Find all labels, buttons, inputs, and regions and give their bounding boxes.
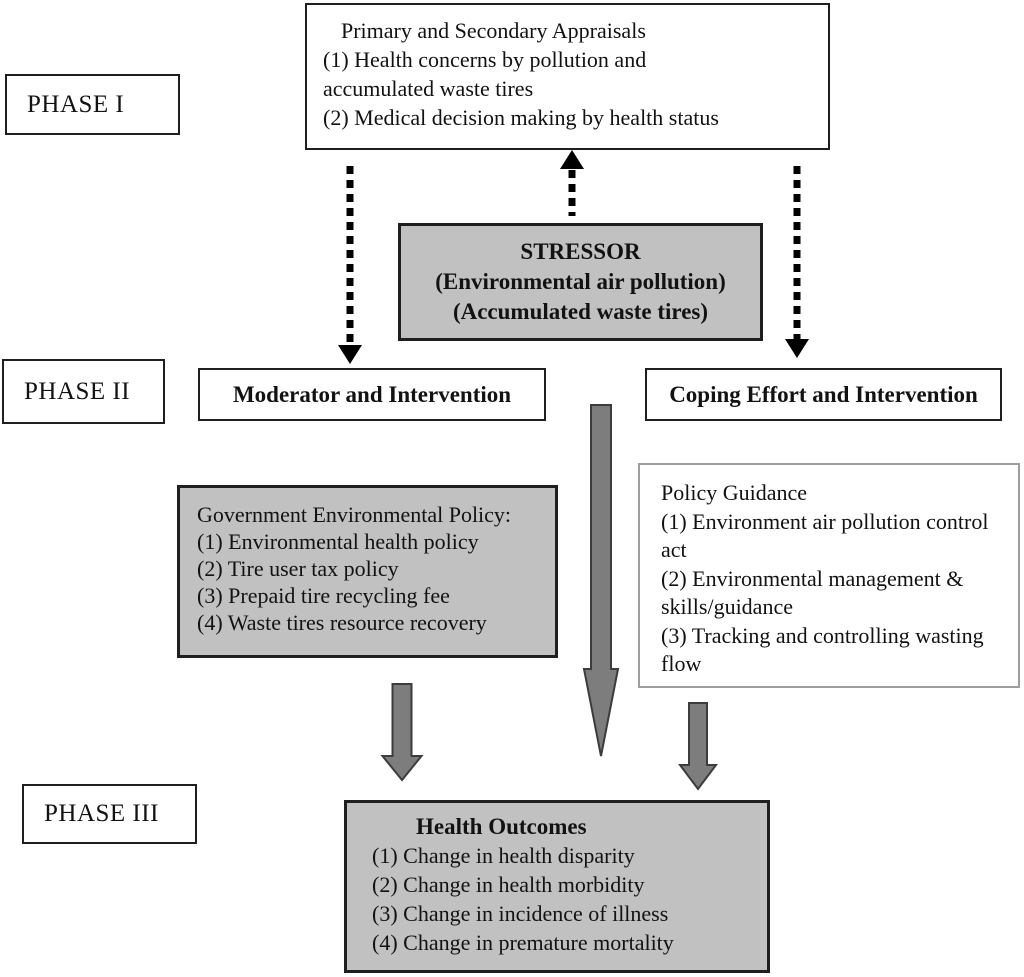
policy-guidance-item-3-cont: flow <box>661 651 702 676</box>
health-outcomes-box: Health Outcomes (1) Change in health dis… <box>344 800 770 973</box>
health-outcomes-title: Health Outcomes <box>416 814 587 839</box>
coping-label: Coping Effort and Intervention <box>669 381 978 407</box>
policy-guidance-item-1-cont: act <box>661 537 687 562</box>
arrow-appraisals-to-moderator-icon <box>338 166 362 364</box>
policy-guidance-box: Policy Guidance (1) Environment air poll… <box>638 463 1020 688</box>
gov-policy-box: Government Environmental Policy: (1) Env… <box>177 485 558 658</box>
arrow-appraisals-to-coping-icon <box>785 166 809 358</box>
policy-guidance-title: Policy Guidance <box>661 480 808 505</box>
phase1-label: PHASE I <box>27 90 125 118</box>
appraisals-item-1-cont: accumulated waste tires <box>323 76 534 101</box>
appraisals-item-2: (2) Medical decision making by health st… <box>323 105 719 130</box>
policy-guidance-item-1: (1) Environment air pollution control <box>661 508 989 534</box>
gov-policy-item-3: (3) Prepaid tire recycling fee <box>197 583 450 608</box>
gov-policy-item-2: (2) Tire user tax policy <box>197 556 399 581</box>
phase2-label: PHASE II <box>24 377 131 405</box>
appraisals-box: Primary and Secondary Appraisals (1) Hea… <box>305 3 830 150</box>
moderator-label: Moderator and Intervention <box>232 381 512 407</box>
phase2-box: PHASE II <box>2 359 165 424</box>
policy-guidance-item-3: (3) Tracking and controlling wasting <box>661 622 984 648</box>
appraisals-title: Primary and Secondary Appraisals <box>341 18 646 43</box>
arrow-stressor-to-appraisals-icon <box>560 150 584 216</box>
appraisals-item-1: (1) Health concerns by pollution and <box>323 47 647 72</box>
policy-guidance-item-2-cont: skills/guidance <box>661 594 793 619</box>
gov-policy-item-4: (4) Waste tires resource recovery <box>197 610 487 635</box>
health-outcomes-item-1: (1) Change in health disparity <box>372 843 635 868</box>
phase1-box: PHASE I <box>5 74 180 135</box>
stressor-title: STRESSOR <box>520 239 641 264</box>
health-outcomes-item-3: (3) Change in incidence of illness <box>372 901 669 926</box>
stressor-sub-2: (Accumulated waste tires) <box>452 299 709 324</box>
coping-box: Coping Effort and Intervention <box>645 368 1002 421</box>
phase3-label: PHASE III <box>44 800 159 827</box>
gov-policy-title: Government Environmental Policy: <box>197 502 512 527</box>
arrow-center-to-health-outcomes-icon <box>582 404 620 757</box>
stressor-sub-1: (Environmental air pollution) <box>435 269 726 294</box>
phase3-box: PHASE III <box>22 784 197 844</box>
health-outcomes-item-2: (2) Change in health morbidity <box>372 872 645 897</box>
health-outcomes-item-4: (4) Change in premature mortality <box>372 930 674 955</box>
policy-guidance-item-2: (2) Environmental management & <box>661 565 964 591</box>
moderator-box: Moderator and Intervention <box>198 368 546 421</box>
gov-policy-item-1: (1) Environmental health policy <box>197 529 479 554</box>
arrow-policy-guidance-to-health-outcomes-icon <box>678 702 718 791</box>
stressor-box: STRESSOR (Environmental air pollution) (… <box>398 223 763 341</box>
arrow-gov-policy-to-health-outcomes-icon <box>380 683 424 782</box>
